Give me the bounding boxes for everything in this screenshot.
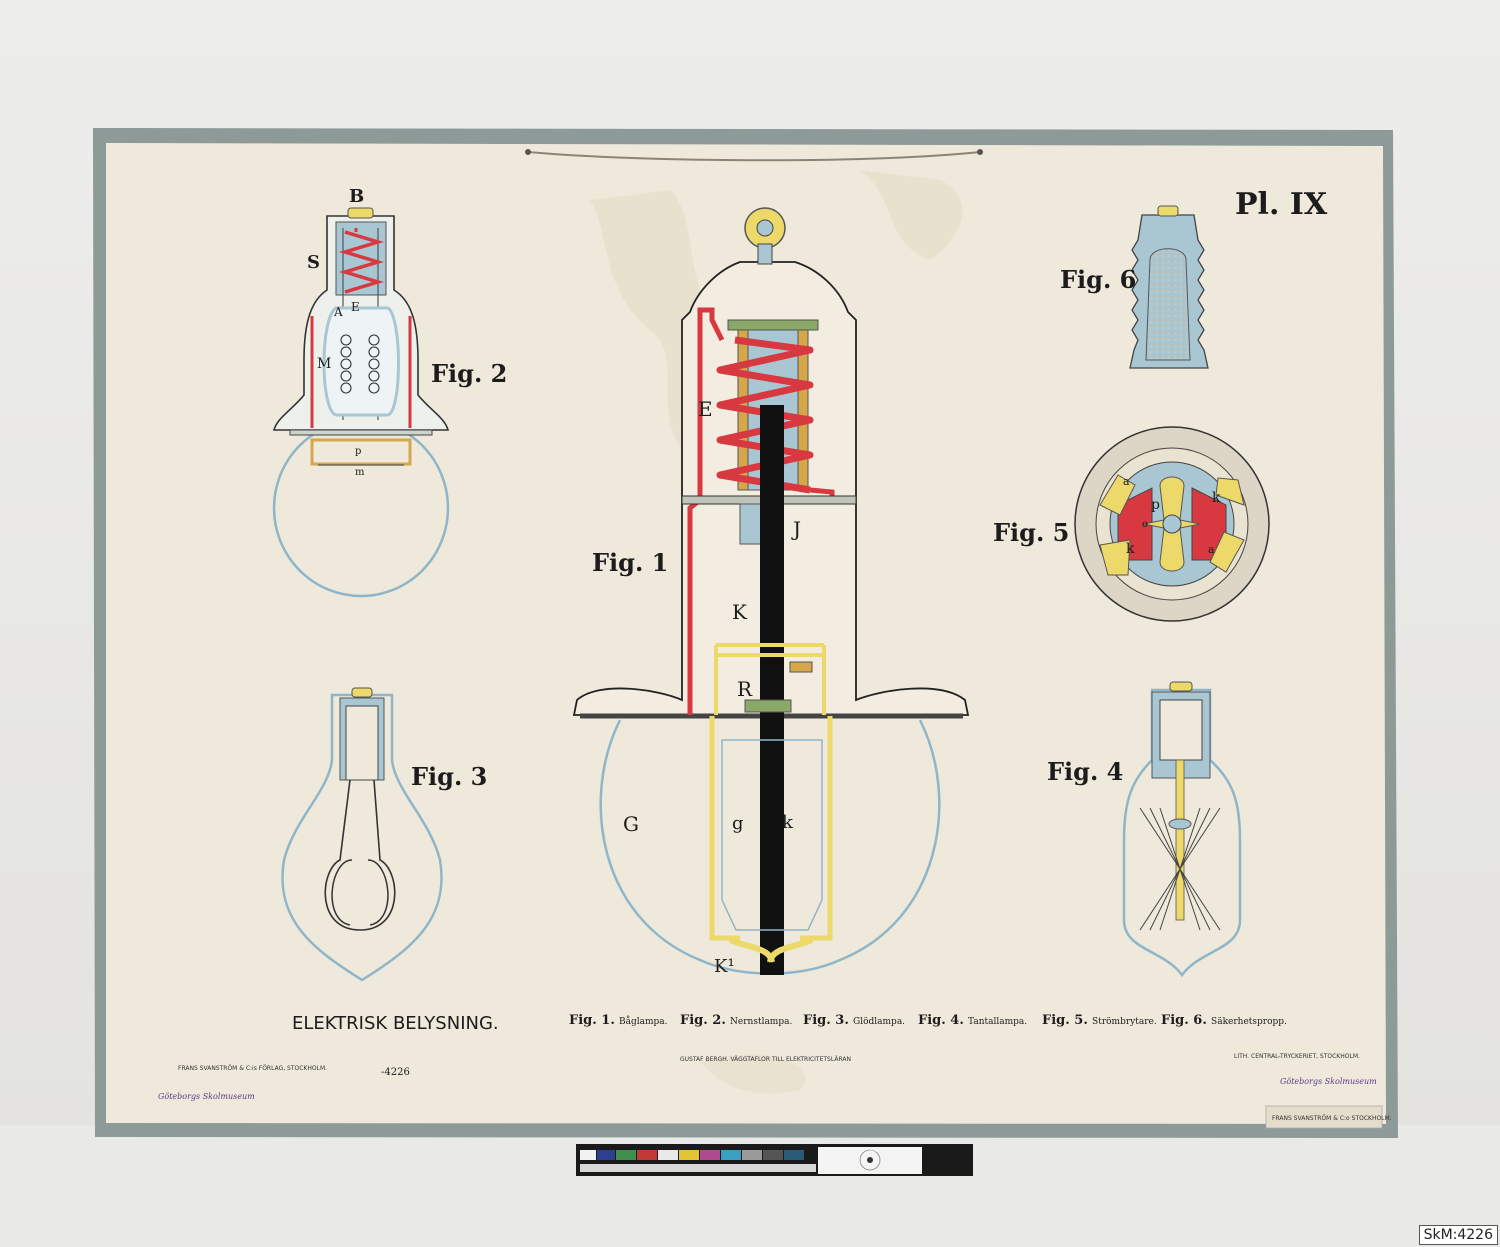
fig2-letter-E: E — [351, 300, 360, 314]
caption-items: Fig. 1. Båglampa. Fig. 2. Nernstlampa. F… — [569, 1013, 1287, 1028]
fig1-label: Fig. 1 — [592, 548, 668, 577]
svg-text:cm: cm — [870, 1148, 876, 1153]
stamp-left: Göteborgs Skolmuseum — [158, 1092, 255, 1101]
fig2-letter-m: m — [355, 467, 365, 478]
fig2-letter-S: S — [307, 252, 320, 273]
fig2-label: Fig. 2 — [431, 359, 507, 388]
publisher-imprint: FRANS SVANSTRÖM & C:is FÖRLAG, STOCKHOLM… — [178, 1065, 327, 1072]
fig6-fuse — [1129, 205, 1209, 369]
caption-fig3: Fig. 3. Glödlampa. — [803, 1013, 905, 1028]
plate-number: Pl. IX — [1235, 187, 1328, 222]
fig4-tantalum-lamp — [1122, 681, 1242, 978]
caption-fig2: Fig. 2. Nernstlampa. — [680, 1013, 792, 1028]
caption-title: ELEKTRISK BELYSNING. — [292, 1013, 499, 1034]
color-calibration-ruler: cm — [576, 1144, 973, 1176]
fig2-nernst-lamp — [272, 207, 450, 598]
fig1-letter-K1: K¹ — [714, 956, 735, 977]
fig2-letter-A: A — [333, 305, 343, 319]
printer-imprint: LITH. CENTRAL-TRYCKERIET, STOCKHOLM. — [1234, 1053, 1360, 1060]
caption-fig1: Fig. 1. Båglampa. — [569, 1013, 668, 1028]
fig1-arc-lamp — [572, 207, 970, 975]
fig2-letter-B: B — [349, 186, 364, 207]
fig5-letter-k-right: k — [1212, 490, 1221, 506]
fig6-label: Fig. 6 — [1060, 265, 1136, 294]
fig5-letter-p: p — [1151, 497, 1160, 513]
fig5-label: Fig. 5 — [993, 518, 1069, 547]
label-sticker-text: FRANS SVANSTRÖM & C:o STOCKHOLM. — [1272, 1115, 1392, 1122]
fig3-label: Fig. 3 — [411, 762, 487, 791]
fig5-letter-a-top: a — [1123, 475, 1130, 488]
fig4-label: Fig. 4 — [1047, 757, 1123, 786]
fig5-switch — [1074, 426, 1270, 622]
museum-id-label: SkM:4226 — [1418, 1225, 1498, 1245]
fig1-letter-E: E — [698, 397, 713, 421]
caption-fig4: Fig. 4. Tantallampa. — [918, 1013, 1027, 1028]
author-imprint: GUSTAF BERGH. VÄGGTAFLOR TILL ELEKTRICIT… — [680, 1056, 851, 1063]
fig1-letter-k: k — [782, 812, 794, 833]
inventory-number: -4226 — [381, 1067, 410, 1078]
label-sticker — [1265, 1105, 1383, 1129]
fig1-letter-J: J — [791, 517, 801, 541]
fig2-letter-p: p — [355, 446, 361, 457]
fig5-letter-o: o — [1142, 519, 1148, 530]
fig5-letter-k-left: k — [1126, 541, 1135, 557]
fig3-incandescent-lamp — [281, 687, 443, 982]
caption-fig6: Fig. 6. Säkerhetspropp. — [1161, 1013, 1287, 1028]
fig1-letter-g: g — [732, 813, 744, 834]
caption-fig5: Fig. 5. Strömbrytare. — [1042, 1013, 1157, 1028]
fig1-letter-K: K — [732, 600, 748, 624]
fig5-letter-a-bottom: a — [1208, 543, 1215, 556]
stamp-right: Göteborgs Skolmuseum — [1280, 1077, 1377, 1086]
fig1-letter-R: R — [737, 677, 753, 701]
fig1-letter-G: G — [623, 812, 639, 836]
fig2-letter-M: M — [317, 356, 331, 372]
